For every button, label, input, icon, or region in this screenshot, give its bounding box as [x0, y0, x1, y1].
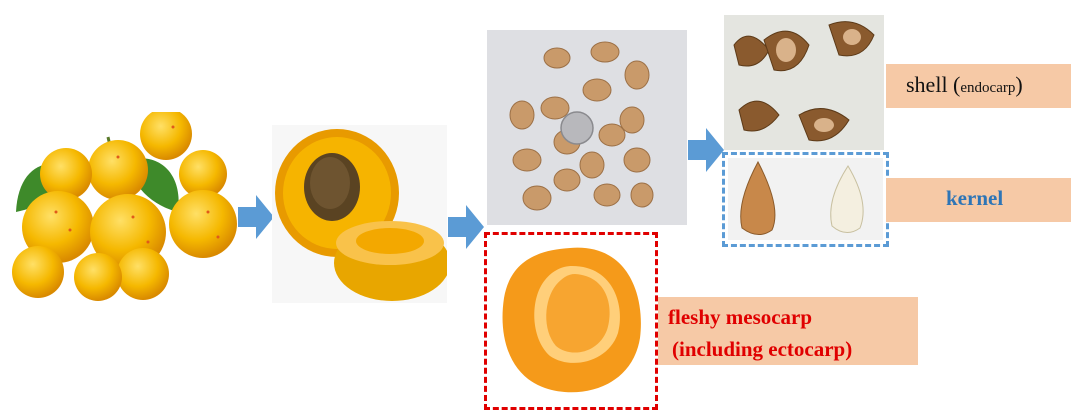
- mesocarp-label-line2: (including ectocarp): [672, 337, 852, 362]
- shell-label-small: endocarp: [960, 80, 1015, 96]
- kernel-highlight-box: [722, 152, 889, 247]
- fleshy-mesocarp-image: [490, 238, 650, 403]
- halved-apricot-image: [272, 125, 447, 303]
- arrow-right-icon: [448, 205, 484, 249]
- arrow-right-icon: [238, 195, 274, 239]
- apricot-pits-image: [487, 30, 687, 225]
- mesocarp-label-line1: fleshy mesocarp: [668, 305, 812, 330]
- shell-label: shell (endocarp): [906, 72, 1023, 98]
- shell-label-close: ): [1015, 72, 1022, 97]
- kernel-label: kernel: [946, 186, 1003, 211]
- arrow-right-icon: [688, 128, 724, 172]
- shell-label-main: shell (: [906, 72, 960, 97]
- shell-endocarp-image: [724, 15, 884, 150]
- whole-apricots-image: [8, 112, 243, 302]
